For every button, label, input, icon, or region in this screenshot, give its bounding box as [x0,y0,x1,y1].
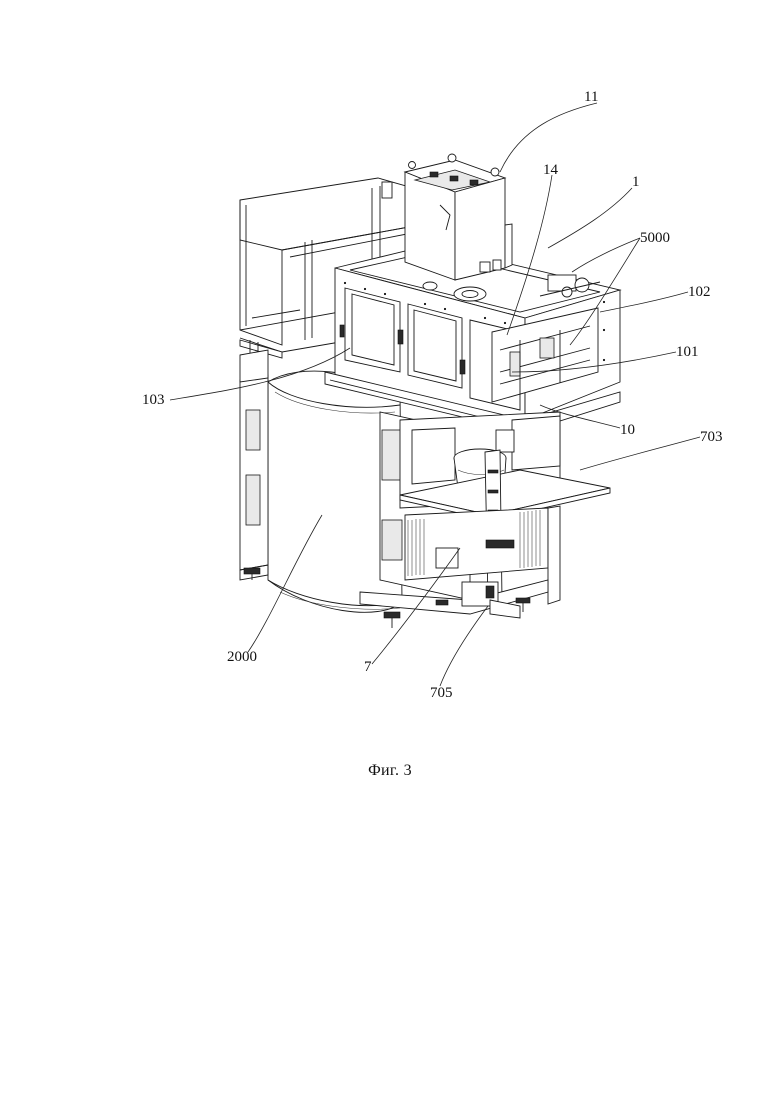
figure-caption: Фиг. 3 [0,762,780,780]
label-705: 705 [430,685,453,701]
label-103: 103 [142,392,165,408]
label-102: 102 [688,284,711,300]
label-1: 1 [632,174,640,190]
top-box-unit [405,154,512,280]
label-14: 14 [543,162,559,178]
label-11: 11 [584,89,598,105]
label-101: 101 [676,344,699,360]
label-7: 7 [364,659,372,675]
label-703: 703 [700,429,723,445]
lower-machine-body [360,412,610,628]
label-10: 10 [620,422,635,438]
label-2000: 2000 [227,649,257,665]
label-5000: 5000 [640,230,670,246]
